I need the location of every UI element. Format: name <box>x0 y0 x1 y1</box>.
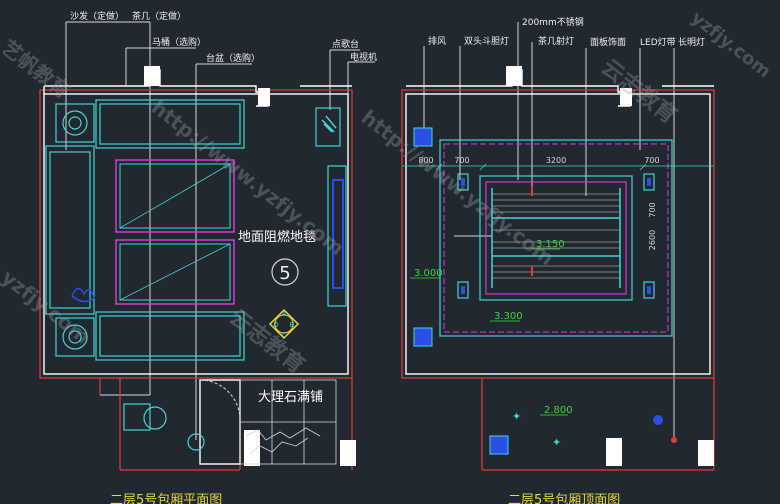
steel-strips <box>491 188 621 288</box>
elevation-2800: 2.800 <box>544 405 573 416</box>
ceiling-panel-magenta <box>485 181 627 295</box>
tv-screen <box>332 179 344 289</box>
watermark-brand-right: 云志教育 <box>596 54 681 129</box>
ceiling-panel-outer <box>479 175 633 301</box>
room-number-circle <box>271 258 299 286</box>
right-labels: 排风 双头斗胆灯 200mm不锈钢 茶几射灯 面板饰面 LED灯带 长明灯 <box>428 16 705 48</box>
double-spot-lamps <box>457 173 655 299</box>
left-plan-title: 二层5号包厢平面图 <box>110 493 222 504</box>
marble-note: 大理石满铺 <box>258 390 323 405</box>
right-column-bottom-a <box>606 438 622 466</box>
counter-symbol <box>321 115 337 133</box>
lamp-centers <box>461 178 651 294</box>
label-tv: 电视机 <box>350 51 377 63</box>
spot-icon-b: ✦ <box>552 436 561 449</box>
dim-v-2600: 2600 <box>648 230 657 250</box>
exhaust-vents <box>413 127 509 455</box>
watermark-brand-left: 艺帆教育 <box>0 35 75 103</box>
left-floor-plan: 5 A B C D 沙发（定做） 茶几（定做） 马桶（选购） 台盆（选购） 点歌… <box>39 10 377 504</box>
index-letter-b: B <box>290 321 295 329</box>
right-plan-title: 二层5号包厢顶面图 <box>508 493 620 504</box>
right-ceiling-plan: ✦ ✦ 800 700 3200 700 700 2600 3.150 3.00… <box>401 16 715 504</box>
index-letter-d: D <box>273 321 278 329</box>
left-sofas <box>45 99 347 451</box>
index-letter-c: C <box>282 331 287 339</box>
elevations: 3.150 3.000 3.300 2.800 <box>414 239 573 416</box>
label-toilet: 马桶（选购） <box>152 36 206 48</box>
label-long-light: 长明灯 <box>678 36 705 48</box>
left-labels: 沙发（定做） 茶几（定做） 马桶（选购） 台盆（选购） 点歌台 电视机 <box>70 10 377 64</box>
right-column-bottom-b <box>698 440 714 466</box>
left-column-bottom-a <box>244 430 260 466</box>
label-basin: 台盆（选购） <box>206 52 260 64</box>
marble-pattern <box>239 379 337 465</box>
dim-700-a: 700 <box>454 156 469 165</box>
index-symbol: A B C D <box>268 308 300 340</box>
elevation-marks <box>410 248 568 416</box>
elevation-3300: 3.300 <box>494 311 523 322</box>
left-column-top <box>144 66 160 86</box>
label-double-spot: 双头斗胆灯 <box>464 36 509 47</box>
elevation-3000: 3.000 <box>414 268 443 279</box>
long-light <box>653 415 663 425</box>
right-column-top <box>506 66 522 86</box>
dim-700-b: 700 <box>644 156 659 165</box>
panel-hatch <box>492 193 620 279</box>
led-strip <box>443 143 669 333</box>
index-letter-a: A <box>282 310 287 318</box>
door-swing <box>199 379 241 421</box>
room-number: 5 <box>279 263 290 284</box>
dim-labels: 800 700 3200 700 <box>418 156 659 165</box>
dim-lines <box>402 163 714 171</box>
ceiling-outline <box>439 139 673 337</box>
label-panel: 面板饰面 <box>590 36 626 48</box>
right-red-walls <box>401 89 715 471</box>
dim-800: 800 <box>418 156 433 165</box>
dim-v-700: 700 <box>648 202 657 217</box>
watermark-brand-center: 云志教育 <box>224 304 309 379</box>
left-column-right <box>258 88 270 106</box>
label-led: LED灯带 <box>640 37 676 48</box>
label-sofa: 沙发（定做） <box>70 10 124 22</box>
watermark-url-right: http://www.yzfjy.com <box>357 105 559 270</box>
tea-spotlights <box>531 186 533 276</box>
label-exhaust: 排风 <box>428 35 446 47</box>
watermark-short-left: yzfjy.com <box>0 265 95 349</box>
label-steel: 200mm不锈钢 <box>522 16 584 28</box>
left-tea-tables <box>115 159 235 305</box>
right-column-right <box>620 88 632 106</box>
elevation-3150: 3.150 <box>536 239 565 250</box>
label-counter: 点歌台 <box>332 38 359 50</box>
long-light-marker <box>671 437 677 443</box>
dim-vertical-labels: 700 2600 <box>648 202 657 250</box>
carpet-note: 地面阻燃地毯 <box>238 229 316 245</box>
left-column-bottom-b <box>340 440 356 466</box>
label-tea-spot: 茶几射灯 <box>538 35 574 47</box>
dim-3200: 3200 <box>546 156 566 165</box>
spot-icon-a: ✦ <box>512 410 521 423</box>
label-tea-table: 茶几（定做） <box>132 10 186 22</box>
plant-icon <box>71 287 95 303</box>
